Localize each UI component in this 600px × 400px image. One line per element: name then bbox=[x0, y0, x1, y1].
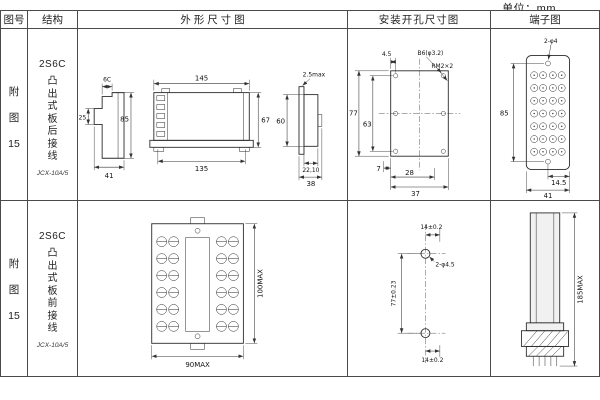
dim-label-14-5: 14.5 bbox=[551, 179, 566, 187]
dim-label-41: 41 bbox=[105, 172, 114, 180]
dim-label-25: 25 bbox=[79, 114, 87, 121]
terminal-drawing-front-cell: 185MAX bbox=[491, 201, 599, 376]
dim-label-85: 85 bbox=[500, 109, 509, 117]
install-drawing-front-cell: 14±0.2 2-φ4.5 77±0.23 14±0.2 bbox=[348, 201, 491, 376]
terminal-drawing-rear-cell: 2-φ4 85 14.5 41 bbox=[491, 29, 599, 201]
left-side-view-geometry bbox=[85, 83, 134, 171]
screw-spec-label: RM2×2 bbox=[431, 63, 453, 70]
dim-label-90max: 90MAX bbox=[185, 361, 210, 369]
install-drawing-rear: 4.5 B6(φ3.2) RM2×2 77 63 7 28 37 bbox=[349, 50, 461, 198]
hole-spec-label: B6(φ3.2) bbox=[418, 50, 444, 57]
dim-label-7: 7 bbox=[376, 165, 380, 173]
dimension-table: 图号 结构 外 形 尺 寸 图 安装开孔尺寸图 端子图 附 图 15 2S6C … bbox=[0, 10, 600, 377]
dim-label-22-10: 22,10 bbox=[302, 167, 319, 174]
dim-label-85: 85 bbox=[120, 115, 129, 123]
front-panel-geometry bbox=[151, 217, 258, 360]
dim-label-145: 145 bbox=[195, 75, 208, 83]
terminal-drawing-rear: 2-φ4 85 14.5 41 bbox=[500, 39, 570, 200]
dim-label-77: 77±0.23 bbox=[391, 280, 398, 306]
header-outline: 外 形 尺 寸 图 bbox=[78, 11, 348, 29]
outline-drawing-rear-cell: 6C 25 85 41 bbox=[78, 29, 348, 201]
dim-label-135: 135 bbox=[195, 165, 208, 173]
dim-label-100max: 100MAX bbox=[256, 269, 264, 298]
dim-label-77: 77 bbox=[349, 109, 358, 117]
type-label: JCX-10A/5 bbox=[36, 341, 69, 349]
right-side-view-geometry bbox=[283, 78, 323, 181]
dim-label-6c: 6C bbox=[103, 77, 111, 84]
dim-label-14-bottom: 14±0.2 bbox=[421, 357, 443, 364]
terminal-block-geometry bbox=[510, 44, 570, 194]
structure-row1: 2S6C 凸出式板后接线 JCX-10A/5 bbox=[28, 29, 78, 201]
install-drawing-rear-cell: 4.5 B6(φ3.2) RM2×2 77 63 7 28 37 bbox=[348, 29, 491, 201]
outline-drawing-front: 90MAX 100MAX bbox=[151, 217, 264, 369]
header-fig-no: 图号 bbox=[1, 11, 28, 29]
model-label: 2S6C bbox=[38, 231, 66, 242]
figure-number-row1: 附 图 15 bbox=[1, 29, 28, 201]
dim-label-185max: 185MAX bbox=[576, 275, 584, 304]
hole-spec-label: 2-φ4.5 bbox=[435, 262, 455, 269]
dim-label-25max: 2.5max bbox=[303, 72, 326, 79]
model-label: 2S6C bbox=[38, 59, 66, 70]
hole-pattern-geometry bbox=[397, 223, 446, 363]
mounting-label: 凸出式板前接线 bbox=[47, 248, 58, 334]
mounting-label: 凸出式板后接线 bbox=[47, 76, 58, 162]
dim-label-14-top: 14±0.2 bbox=[420, 224, 442, 231]
terminal-drawing-front: 185MAX bbox=[520, 212, 584, 367]
dim-label-41: 41 bbox=[544, 192, 553, 200]
header-terminal: 端子图 bbox=[491, 11, 599, 29]
header-install: 安装开孔尺寸图 bbox=[348, 11, 491, 29]
dim-label-38: 38 bbox=[307, 180, 316, 188]
side-profile-geometry bbox=[520, 212, 578, 367]
type-label: JCX-10A/5 bbox=[36, 169, 69, 177]
dim-label-67: 67 bbox=[261, 116, 270, 124]
install-drawing-front: 14±0.2 2-φ4.5 77±0.23 14±0.2 bbox=[391, 223, 455, 364]
dim-label-63: 63 bbox=[363, 120, 372, 128]
cutout-geometry bbox=[354, 56, 461, 190]
outline-drawing-rear: 6C 25 85 41 bbox=[79, 72, 326, 188]
dim-label-4-5: 4.5 bbox=[382, 51, 392, 58]
figure-number-row2: 附 图 15 bbox=[1, 201, 28, 376]
hole-spec-label: 2-φ4 bbox=[544, 39, 558, 45]
dim-label-37: 37 bbox=[411, 190, 420, 198]
structure-row2: 2S6C 凸出式板前接线 JCX-10A/5 bbox=[28, 201, 78, 376]
dim-label-28: 28 bbox=[405, 169, 414, 177]
front-view-geometry bbox=[149, 79, 262, 165]
dim-label-60: 60 bbox=[276, 117, 285, 125]
header-structure: 结构 bbox=[28, 11, 78, 29]
outline-drawing-front-cell: 90MAX 100MAX bbox=[78, 201, 348, 376]
